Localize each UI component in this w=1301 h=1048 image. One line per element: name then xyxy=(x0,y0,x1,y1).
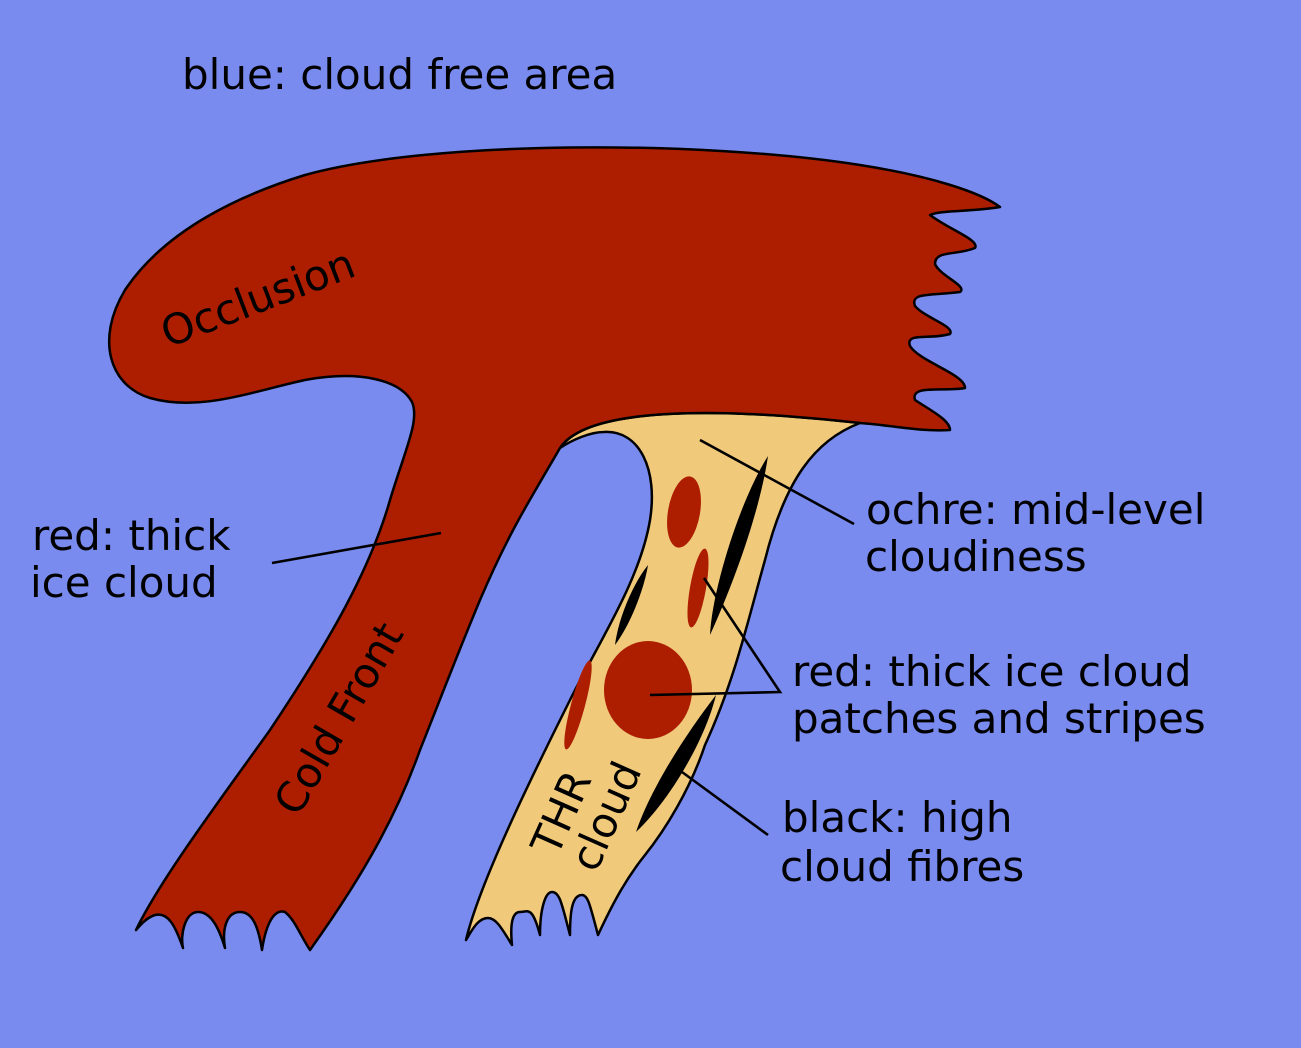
red-ice-cloud-patches xyxy=(564,476,709,750)
legend-patches-line1: red: thick ice cloud xyxy=(792,647,1192,696)
legend-blue-cloud-free: blue: cloud free area xyxy=(182,50,617,99)
leader-black-fibres xyxy=(681,770,769,837)
red-patch-upper xyxy=(667,476,701,548)
legend-black-line2: cloud fibres xyxy=(780,842,1024,891)
red-thick-ice-cloud-shape xyxy=(107,146,1002,952)
leader-ochre-cloudiness xyxy=(699,438,855,526)
black-high-cloud-fibres xyxy=(615,456,768,832)
red-stripe-middle xyxy=(687,548,709,628)
legend-red-line1: red: thick xyxy=(32,511,231,560)
legend-patches-line2: patches and stripes xyxy=(792,694,1206,743)
red-stripe-left xyxy=(564,660,592,750)
black-fibre-upper xyxy=(710,456,768,635)
legend-red-line2: ice cloud xyxy=(30,558,218,607)
leader-lines xyxy=(271,438,855,837)
leader-red-thick-ice-cloud xyxy=(271,531,442,565)
legend-ochre-line2: cloudiness xyxy=(865,532,1087,581)
legend-ochre-line1: ochre: mid-level xyxy=(866,485,1205,534)
black-fibre-left xyxy=(615,565,648,645)
black-fibre-lower xyxy=(636,695,716,832)
legend-black-line1: black: high xyxy=(782,793,1013,842)
leader-red-patches-stripes xyxy=(649,577,783,697)
red-patch-large xyxy=(604,641,692,739)
